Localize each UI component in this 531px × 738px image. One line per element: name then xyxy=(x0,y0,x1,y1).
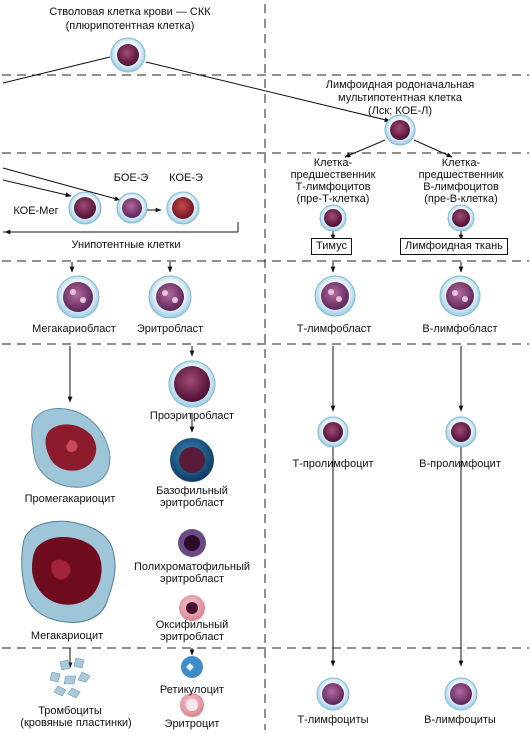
t-lymphoblast-label: Т-лимфобласт xyxy=(296,323,372,335)
t-precursor-line2: предшественник xyxy=(290,169,376,181)
pre-b-cell xyxy=(447,204,475,232)
basophilic-line1: Базофильный xyxy=(156,485,228,497)
b-precursor-line3: В-лимфоцитов xyxy=(423,181,499,193)
subtitle: (плюрипотентная клетка) xyxy=(65,20,195,32)
megakaryoblast-cell xyxy=(56,275,100,319)
unipotent-label: Унипотентные клетки xyxy=(71,239,181,251)
reticulocyte-cell xyxy=(181,656,203,678)
b-precursor-line4: (пре-В-клетка) xyxy=(424,193,498,205)
stem-cell xyxy=(110,37,146,73)
megakaryocyte-label: Мегакариоцит xyxy=(30,630,104,642)
promegakaryocyte-cell xyxy=(31,408,111,488)
proerythroblast-cell xyxy=(168,360,216,408)
b-lymphocytes-label: В-лимфоциты xyxy=(424,714,496,726)
t-lymphocyte-cell xyxy=(316,677,350,711)
polychromatophilic-line2: эритробласт xyxy=(159,573,225,585)
t-prolymphocyte-cell xyxy=(317,416,349,448)
basophilic-line2: эритробласт xyxy=(159,497,225,509)
lymphoid-root-line2: мультипотентная клетка xyxy=(338,92,462,104)
boe-e-cell xyxy=(116,192,148,224)
b-lymphoblast-cell xyxy=(439,275,481,317)
polychromatophilic-line1: Полихроматофильный xyxy=(133,561,251,573)
proerythroblast-label: Проэритробласт xyxy=(149,410,235,422)
lymphoid-root-cell xyxy=(384,114,416,146)
t-lymphoblast-cell xyxy=(314,275,356,317)
koe-meg-cell xyxy=(68,191,102,225)
megakaryoblast-label: Мегакариобласт xyxy=(32,323,116,335)
oxyphilic-line1: Оксифильный xyxy=(155,619,229,631)
thymus-box: Тимус xyxy=(311,238,352,255)
reticulocyte-label: Ретикулоцит xyxy=(159,684,225,696)
erythrocyte-label: Эритроцит xyxy=(164,718,220,730)
t-precursor-line3: Т-лимфоцитов xyxy=(295,181,371,193)
megakaryocyte-cell xyxy=(21,520,116,623)
title: Стволовая клетка крови — СКК xyxy=(49,6,211,18)
t-prolymphocyte-label: Т-пролимфоцит xyxy=(292,458,374,470)
pre-t-cell xyxy=(319,204,347,232)
b-lymphocyte-cell xyxy=(444,677,478,711)
erythroblast-label: Эритробласт xyxy=(136,323,204,335)
b-lymphoblast-label: В-лимфобласт xyxy=(422,323,498,335)
oxyphilic-line2: эритробласт xyxy=(159,631,225,643)
t-lymphocytes-label: Т-лимфоциты xyxy=(297,714,369,726)
erythroblast-cell xyxy=(148,275,192,319)
lymphoid-root-line1: Лимфоидная родоначальная xyxy=(325,79,475,91)
thrombocytes-line2: (кровяные пластинки) xyxy=(20,717,132,729)
lymphoid-tissue-box: Лимфоидная ткань xyxy=(400,238,508,255)
oxyphilic-cell xyxy=(179,595,205,621)
thrombocytes-line1: Тромбоциты xyxy=(38,705,102,717)
b-prolymphocyte-cell xyxy=(445,416,477,448)
promegakaryocyte-label: Промегакариоцит xyxy=(24,493,116,505)
lymphoid-root-line3: (Лск; КОЕ-Л) xyxy=(367,105,433,117)
b-prolymphocyte-label: В-пролимфоцит xyxy=(419,458,501,470)
koe-e-cell xyxy=(166,191,200,225)
polychromatophilic-cell xyxy=(178,529,206,557)
boe-e-label: БОЕ-Э xyxy=(113,172,149,184)
arrows xyxy=(2,56,464,669)
koe-meg-label: КОЕ-Мег xyxy=(13,205,59,217)
dashed-dividers xyxy=(2,4,529,730)
b-precursor-line1: Клетка- xyxy=(441,157,481,169)
koe-e-label: КОЕ-Э xyxy=(169,172,203,184)
erythrocyte-cell xyxy=(180,693,204,717)
thrombocytes-cluster xyxy=(49,657,91,699)
b-precursor-line2: предшественник xyxy=(418,169,504,181)
t-precursor-line1: Клетка- xyxy=(313,157,353,169)
t-precursor-line4: (пре-Т-клетка) xyxy=(296,193,370,205)
basophilic-cell xyxy=(170,438,214,482)
